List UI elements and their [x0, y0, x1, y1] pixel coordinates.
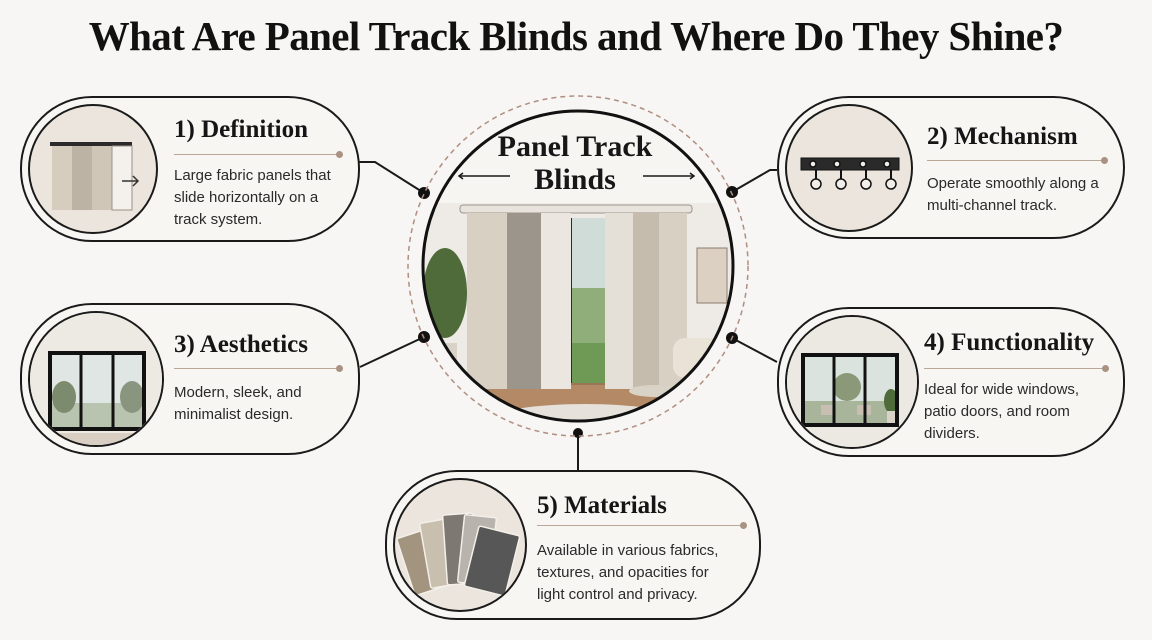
functionality-text: Ideal for wide windows, patio doors, and…: [924, 381, 1080, 442]
mechanism-divider: [927, 157, 1108, 164]
functionality-divider: [924, 365, 1109, 372]
mechanism-card: 2) Mechanism Operate smoothly along a mu…: [777, 96, 1125, 239]
center-title-line-1: Panel Track: [497, 130, 653, 163]
patio-door-icon: [785, 315, 919, 449]
page-title: What Are Panel Track Blinds and Where Do…: [88, 13, 1064, 59]
definition-divider: [174, 151, 343, 158]
center-title: Panel Track Blinds: [430, 130, 720, 196]
aesthetics-card: 3) Aesthetics Modern, sleek, and minimal…: [20, 303, 360, 455]
materials-heading: 5) Materials: [537, 492, 667, 519]
center-title-line-2: Blinds: [534, 163, 616, 196]
materials-text: Available in various fabrics, textures, …: [537, 542, 719, 603]
fabric-swatches-icon: [393, 478, 527, 612]
materials-divider: [537, 522, 747, 529]
materials-card: 5) Materials Available in various fabric…: [385, 470, 761, 620]
fabric-panels-icon: [28, 104, 158, 234]
aesthetics-divider: [174, 365, 343, 372]
definition-heading: 1) Definition: [174, 116, 309, 143]
definition-text: Large fabric panels that slide horizonta…: [174, 167, 331, 228]
aesthetics-heading: 3) Aesthetics: [174, 331, 308, 358]
definition-card: 1) Definition Large fabric panels that s…: [20, 96, 360, 242]
center-illustration: [405, 93, 751, 444]
modern-window-icon: [28, 311, 164, 447]
mechanism-text: Operate smoothly along a multi-channel t…: [927, 175, 1099, 214]
mechanism-heading: 2) Mechanism: [927, 123, 1078, 150]
functionality-heading: 4) Functionality: [924, 329, 1095, 356]
functionality-card: 4) Functionality Ideal for wide windows,…: [777, 307, 1125, 457]
track-rollers-icon: [785, 104, 913, 232]
aesthetics-text: Modern, sleek, and minimalist design.: [174, 384, 302, 423]
